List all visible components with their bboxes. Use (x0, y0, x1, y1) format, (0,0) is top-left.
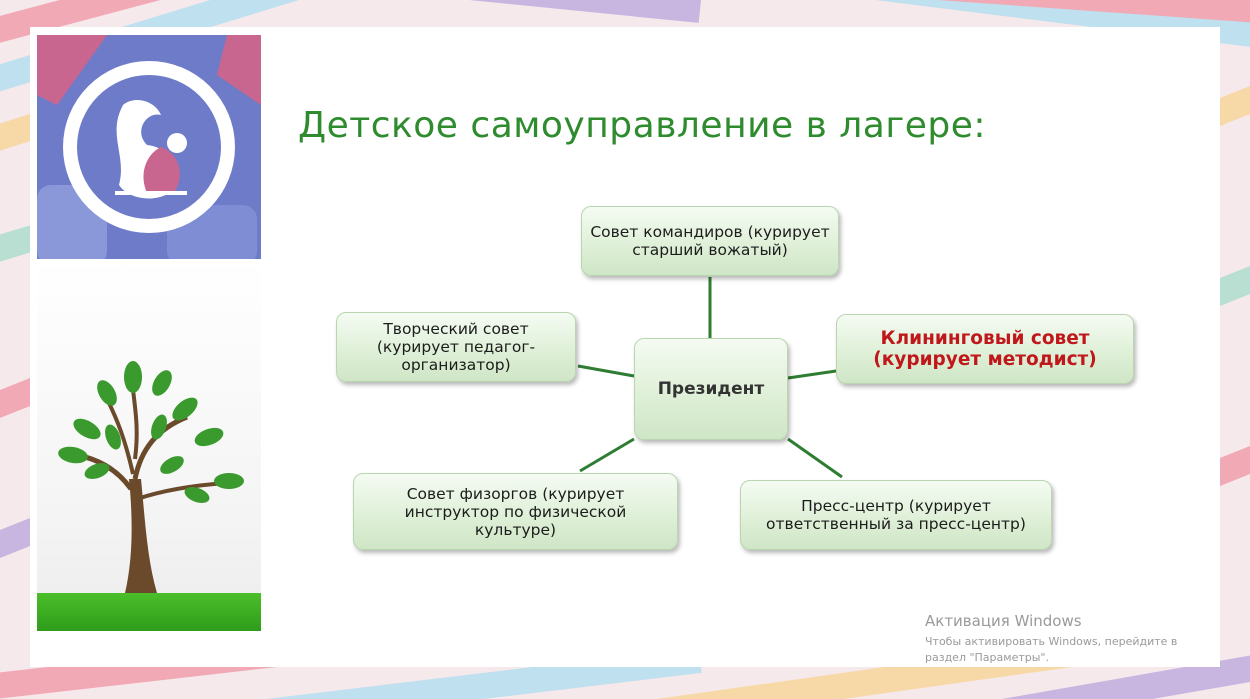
connector-bottom-left (579, 437, 635, 473)
node-press-center: Пресс-центр (курирует ответственный за п… (740, 480, 1052, 550)
windows-activation-watermark: Активация Windows Чтобы активировать Win… (925, 612, 1215, 666)
org-diagram: Совет командиров (курирует старший вожат… (30, 27, 1220, 667)
node-commanders-council: Совет командиров (курирует старший вожат… (581, 206, 839, 276)
node-cleaning-council: Клининговый совет (курирует методист) (836, 314, 1134, 384)
slide: Детское самоуправление в лагере: Совет к… (30, 27, 1220, 667)
tree-icon (58, 361, 244, 593)
watermark-title: Активация Windows (925, 612, 1082, 630)
left-decor-panel (37, 35, 261, 631)
watermark-text: Чтобы активировать Windows, перейдите в … (925, 635, 1178, 664)
connector-left (577, 364, 635, 378)
node-creative-council: Творческий совет (курирует педагог-орган… (336, 312, 576, 382)
connector-bottom-right (787, 437, 843, 479)
squirrel-logo-icon (37, 35, 261, 259)
slide-title: Детское самоуправление в лагере: (298, 105, 987, 146)
node-physorg-council: Совет физоргов (курирует инструктор по ф… (353, 473, 678, 550)
connector-right (787, 369, 837, 380)
tree-illustration (37, 259, 261, 631)
diagram-connectors (577, 277, 843, 479)
node-president: Президент (634, 338, 788, 440)
grass-strip (37, 593, 261, 631)
camp-logo (37, 35, 261, 259)
